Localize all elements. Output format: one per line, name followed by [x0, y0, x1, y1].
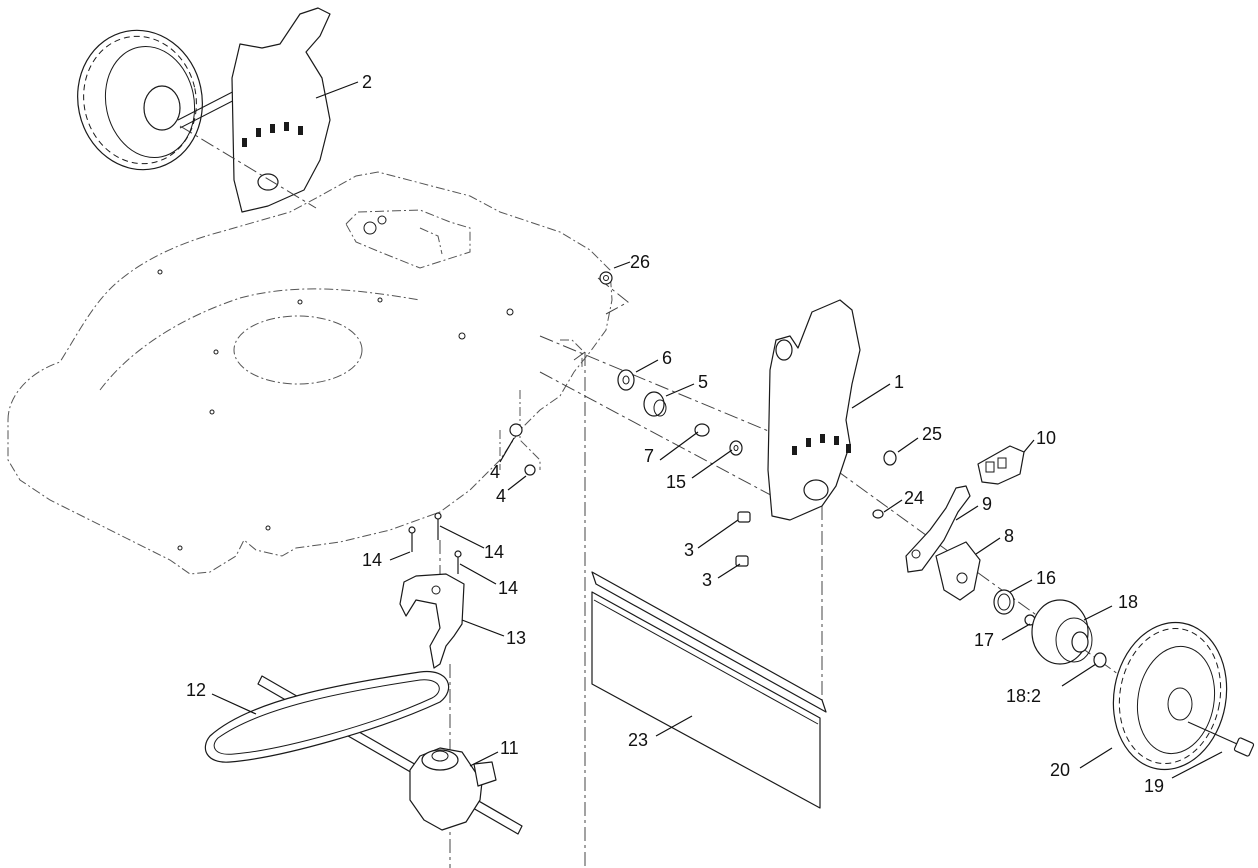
- bushing-6: [617, 369, 635, 391]
- callout-9: 9: [982, 494, 992, 514]
- bolt-3a: [737, 511, 751, 523]
- lever-9: [905, 485, 971, 573]
- callout-18: 18: [1118, 592, 1138, 612]
- callout-8: 8: [1004, 526, 1014, 546]
- callout-3b: 3: [702, 570, 712, 590]
- callout-7: 7: [644, 446, 654, 466]
- callout-13: 13: [506, 628, 526, 648]
- screw-14c: [454, 550, 462, 574]
- bolt-3b: [735, 555, 749, 567]
- callout-12: 12: [186, 680, 206, 700]
- callout-19: 19: [1144, 776, 1164, 796]
- bushing-7: [694, 423, 710, 437]
- rear-baffle-23: [591, 571, 827, 809]
- callout-20: 20: [1050, 760, 1070, 780]
- callout-6: 6: [662, 348, 672, 368]
- height-adjust-bracket-left: [231, 7, 331, 213]
- transmission-11: [409, 747, 497, 831]
- nut-26: [599, 271, 613, 285]
- pinion-gear-16: [993, 589, 1015, 615]
- bracket-8: [935, 541, 981, 601]
- handle-knob-10: [977, 445, 1025, 485]
- wheel-gear-hub-18: [1031, 599, 1093, 665]
- callout-4a: 4: [490, 462, 500, 482]
- callout-5: 5: [698, 372, 708, 392]
- callout-17: 17: [974, 630, 994, 650]
- height-adjust-slots-left: [242, 122, 303, 147]
- washer-18-2: [1093, 652, 1107, 668]
- screw-14b: [434, 512, 442, 540]
- callout-14a: 14: [362, 550, 382, 570]
- callout-15: 15: [666, 472, 686, 492]
- washer-15: [729, 440, 743, 456]
- callout-18-2: 18:2: [1006, 686, 1041, 706]
- callout-25: 25: [922, 424, 942, 444]
- wheel-bolt-19: [1187, 721, 1255, 757]
- callout-14b: 14: [484, 542, 504, 562]
- front-wheel-right: [1112, 621, 1228, 771]
- callout-16: 16: [1036, 568, 1056, 588]
- screw-24: [872, 509, 884, 519]
- callout-24: 24: [904, 488, 924, 508]
- drive-bracket-13: [399, 573, 465, 669]
- callout-11: 11: [500, 738, 519, 758]
- callout-23: 23: [628, 730, 648, 750]
- callout-10: 10: [1036, 428, 1056, 448]
- cap-25: [883, 450, 897, 466]
- nut-4b: [524, 464, 536, 476]
- rear-wheel-left: [77, 29, 251, 171]
- callout-3a: 3: [684, 540, 694, 560]
- callout-26: 26: [630, 252, 650, 272]
- spacer-5: [643, 391, 667, 417]
- mower-deck-outline: [7, 171, 613, 575]
- height-adjust-slots-right: [792, 434, 851, 455]
- callout-2: 2: [362, 72, 372, 92]
- callout-4b: 4: [496, 486, 506, 506]
- height-adjust-bracket-right: [767, 299, 861, 521]
- nut-4a: [509, 423, 523, 437]
- callout-14c: 14: [498, 578, 518, 598]
- leader-lines: [211, 81, 1223, 779]
- screw-14a: [408, 526, 416, 552]
- drive-belt-12: [204, 670, 450, 763]
- callout-1: 1: [894, 372, 904, 392]
- callout-labels: 2 26 6 5 1 25 10 7 15 4 4 24 9 3 3 8 14 …: [186, 72, 1164, 796]
